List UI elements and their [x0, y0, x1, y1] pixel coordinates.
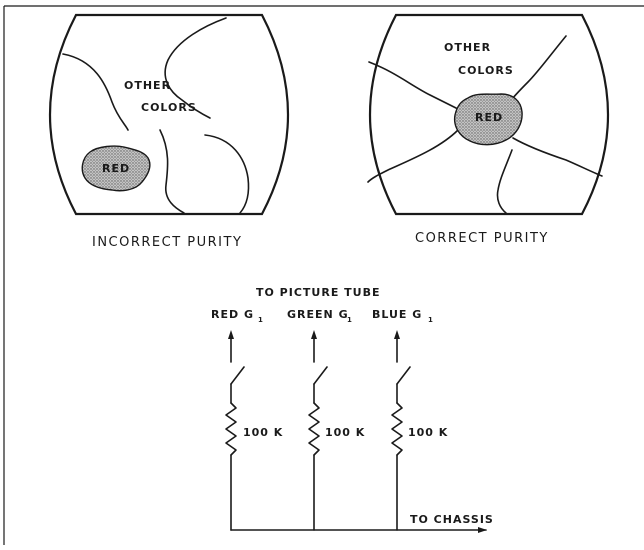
correct-colors-label: COLORS	[458, 64, 514, 77]
correct-other-label: OTHER	[444, 41, 491, 54]
correct-red-label: RED	[475, 111, 503, 124]
circuit-branch-red: 100 K	[226, 330, 283, 530]
red-switch-icon	[231, 367, 244, 384]
grid-label-blue: BLUE G 1	[372, 308, 433, 324]
svg-text:1: 1	[258, 316, 263, 324]
incorrect-red-label: RED	[102, 162, 130, 175]
green-resistor-value: 100 K	[325, 426, 365, 439]
correct-purity-screen: OTHER COLORS RED	[368, 15, 608, 214]
svg-text:1: 1	[347, 316, 352, 324]
svg-text:1: 1	[428, 316, 433, 324]
green-switch-icon	[314, 367, 327, 384]
red-arrow-icon	[228, 330, 234, 339]
svg-text:GREEN G: GREEN G	[287, 308, 349, 321]
svg-text:BLUE G: BLUE G	[372, 308, 422, 321]
green-resistor-icon	[309, 403, 319, 455]
incorrect-colors-label: COLORS	[141, 101, 197, 114]
circuit-branch-green: 100 K	[309, 330, 365, 530]
red-resistor-icon	[226, 403, 236, 455]
chassis-label: TO CHASSIS	[410, 513, 494, 526]
red-resistor-value: 100 K	[243, 426, 283, 439]
green-arrow-icon	[311, 330, 317, 339]
incorrect-purity-caption: INCORRECT PURITY	[92, 235, 242, 250]
correct-purity-caption: CORRECT PURITY	[415, 231, 549, 246]
picture-tube-title: TO PICTURE TUBE	[256, 286, 381, 299]
incorrect-other-label: OTHER	[124, 79, 171, 92]
incorrect-tube-face	[50, 15, 288, 214]
blue-switch-icon	[397, 367, 410, 384]
chassis-arrow-icon	[478, 527, 487, 533]
grid-label-red: RED G 1	[211, 308, 263, 324]
incorrect-purity-screen: OTHER COLORS RED	[50, 15, 288, 214]
grid-label-green: GREEN G 1	[287, 308, 352, 324]
blue-resistor-value: 100 K	[408, 426, 448, 439]
svg-text:RED G: RED G	[211, 308, 254, 321]
blue-resistor-icon	[392, 403, 402, 455]
blue-arrow-icon	[394, 330, 400, 339]
circuit-branch-blue: 100 K	[392, 330, 448, 530]
